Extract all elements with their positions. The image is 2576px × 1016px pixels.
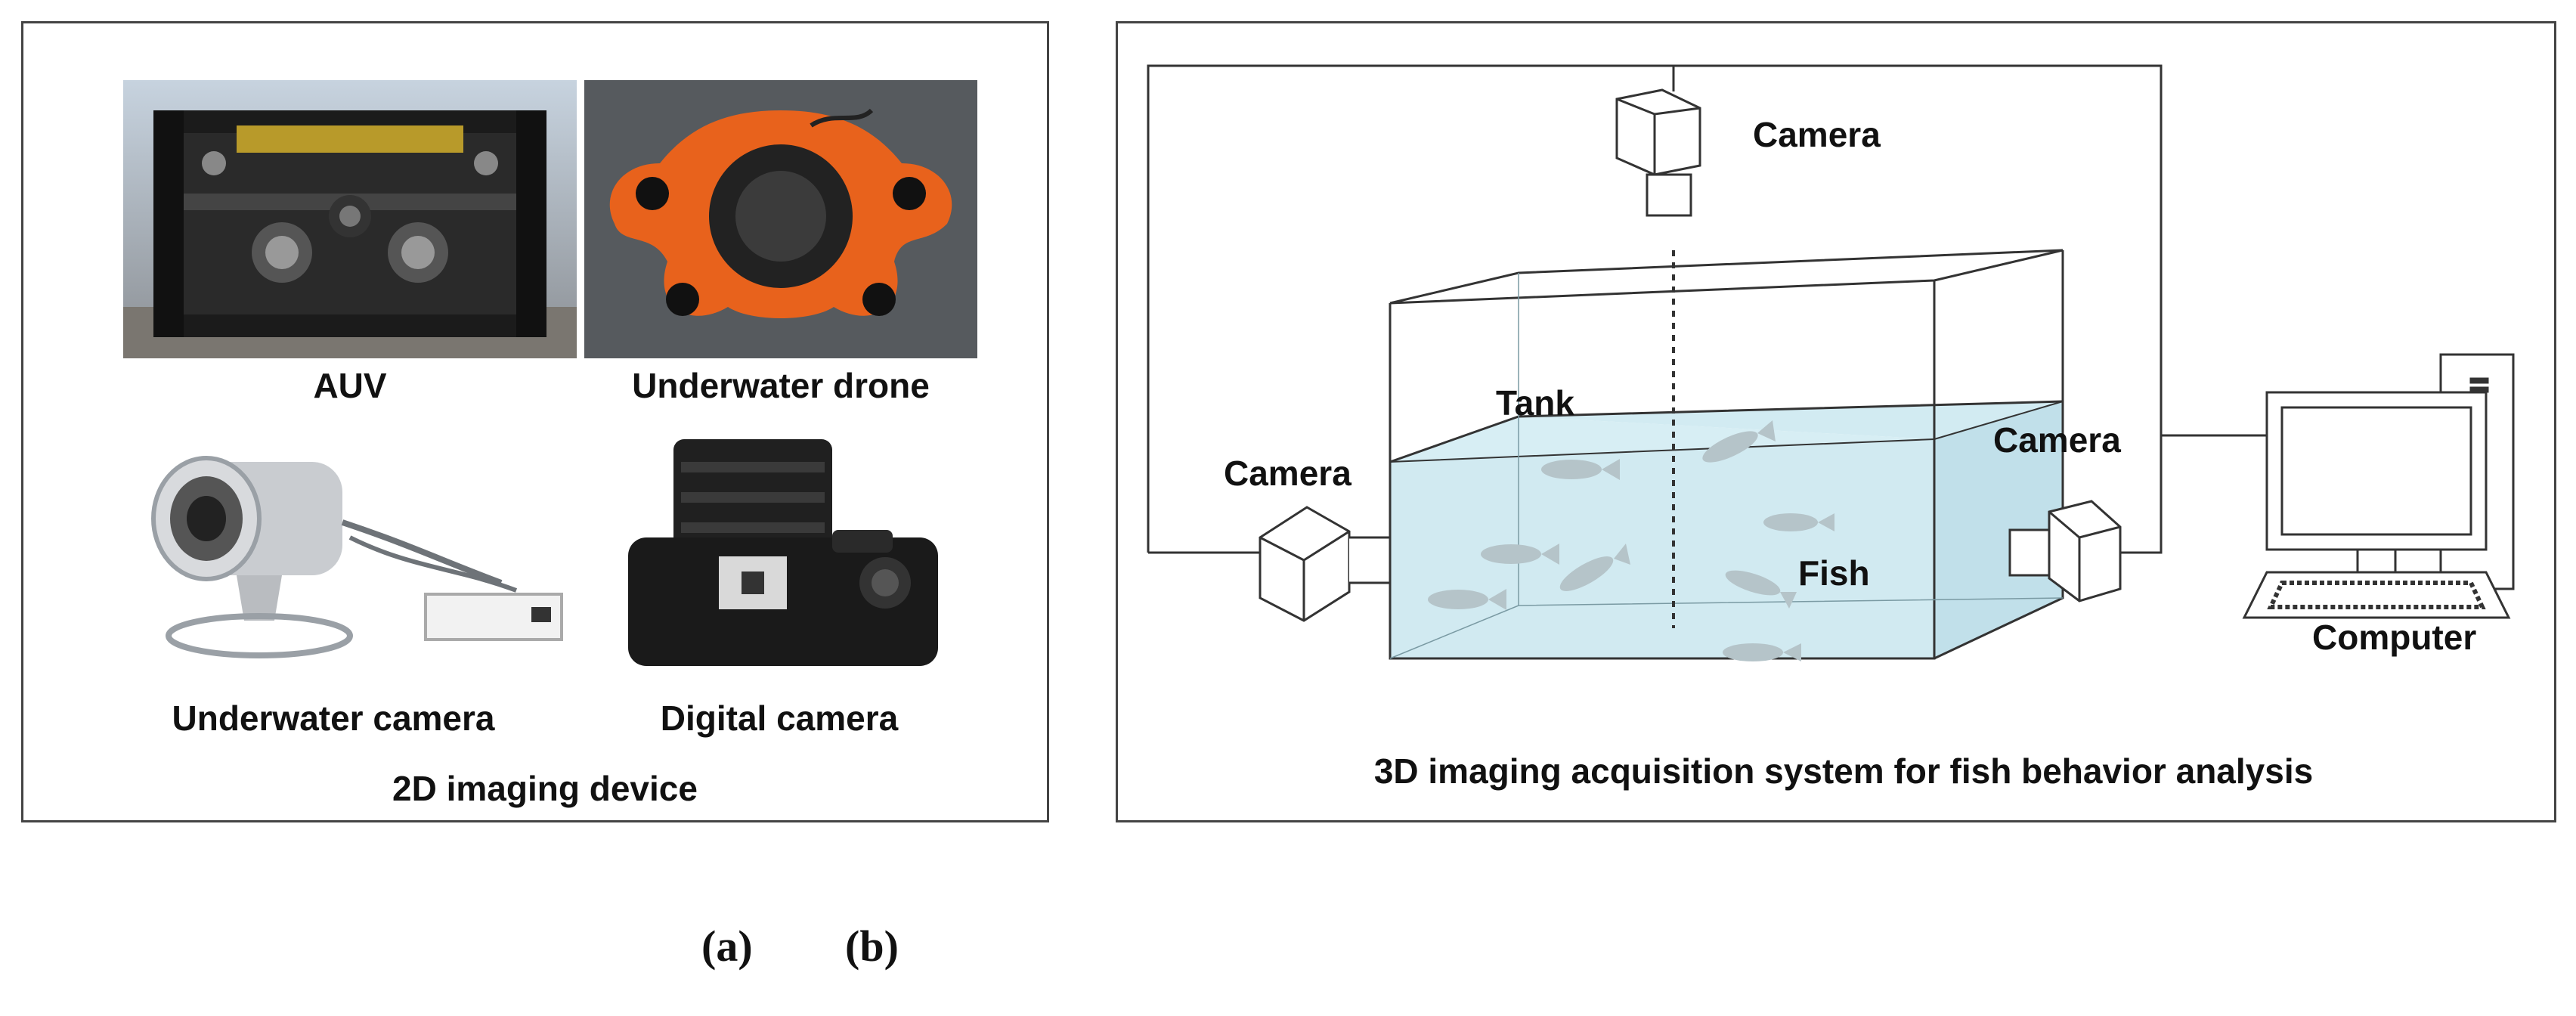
digital-camera-image [605,432,953,674]
camera-left-label: Camera [1224,454,1351,493]
panel-b-caption: 3D imaging acquisition system for fish b… [1373,751,2314,791]
underwater-drone-image [584,80,977,358]
auv-image [123,80,577,358]
computer-label: Computer [2312,618,2477,657]
panel-a-2d-imaging-device: AUV Underwater drone Underwate [21,21,1049,822]
panel-a-caption: 2D imaging device [392,769,698,808]
water-region [1390,439,1934,658]
digital-camera-label: Digital camera [660,698,899,738]
subfigure-label-b: (b) [845,922,899,971]
subfigure-label-a: (a) [701,922,753,971]
camera-left-icon [1259,506,1392,622]
tank-label: Tank [1496,383,1574,423]
fish-label: Fish [1798,553,1870,593]
computer-icon [2242,353,2515,619]
camera-top-label: Camera [1753,115,1881,154]
underwater-drone-label: Underwater drone [632,366,930,405]
panel-b-3d-imaging-system: Camera Camera Camera Tank Fish Computer … [1116,21,2556,822]
fish-group [1428,420,1834,661]
auv-label: AUV [313,366,387,405]
camera-top-icon [1615,88,1701,217]
acquisition-system-diagram [1147,64,2515,661]
underwater-camera-label: Underwater camera [172,698,495,738]
camera-right-label: Camera [1993,420,2121,460]
underwater-camera-image [123,432,592,674]
tank [1389,249,2064,305]
camera-right-icon [2008,500,2122,602]
